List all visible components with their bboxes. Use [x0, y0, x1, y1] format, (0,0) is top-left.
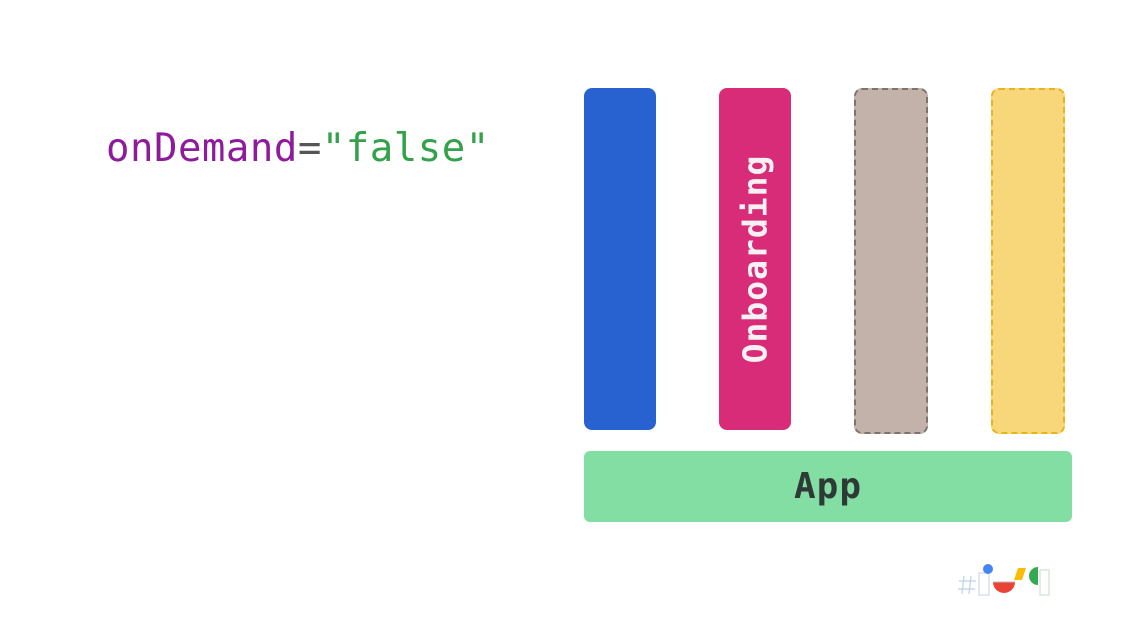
module-block-on-demand-yellow [991, 88, 1065, 434]
equals-sign: = [297, 126, 322, 171]
module-block-onboarding: Onboarding [719, 88, 791, 430]
app-base-module: App [584, 451, 1072, 522]
module-block-on-demand-taupe [854, 88, 928, 434]
app-label: App [793, 466, 863, 507]
google-io-logo-icon [958, 564, 1050, 596]
module-label-onboarding: Onboarding [735, 154, 775, 364]
module-block-blue [584, 88, 656, 430]
code-snippet: onDemand="false" [106, 124, 490, 174]
attribute-name: onDemand [106, 126, 298, 171]
attribute-value: "false" [321, 126, 490, 171]
